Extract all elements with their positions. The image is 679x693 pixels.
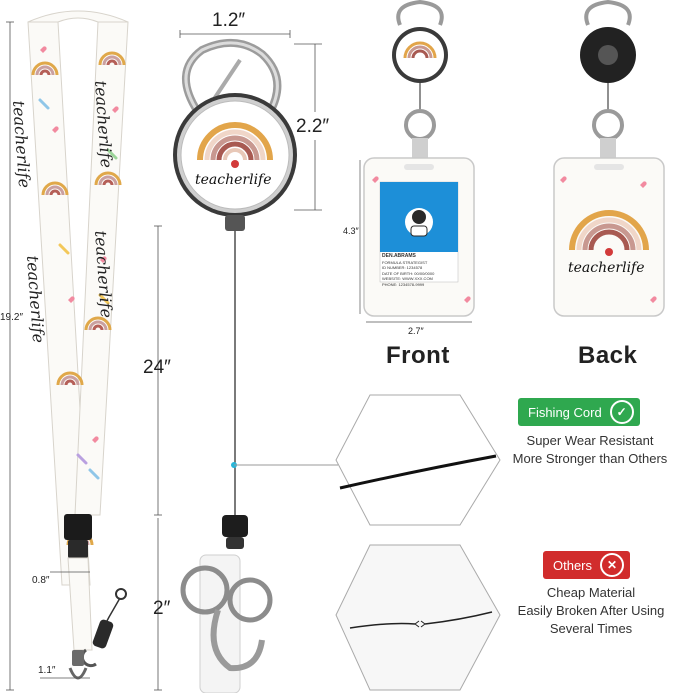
- fishing-cord-desc: Super Wear Resistant More Stronger than …: [504, 432, 676, 468]
- back-label: Back: [578, 342, 638, 369]
- cord-comparison-illustration: [231, 394, 501, 691]
- id-card-name: DEN.ABRAMS: [382, 253, 416, 259]
- ring-length-label: 2″: [153, 598, 171, 619]
- cross-icon: ✕: [600, 553, 625, 577]
- others-badge: Others ✕: [543, 551, 631, 579]
- others-desc-line-1: Cheap Material: [546, 585, 636, 600]
- check-icon: ✓: [609, 400, 634, 424]
- strap-width-label: 0.8″: [32, 575, 50, 586]
- others-desc-line-2: Easily Broken After Using: [517, 603, 665, 618]
- id-card-line-2: DATE OF BIRTH: 00/00/0000: [382, 270, 435, 276]
- cord-length-label: 24″: [143, 357, 171, 378]
- card-width-label: 2.7″: [408, 326, 424, 336]
- card-height-label: 4.3″: [343, 226, 359, 236]
- back-card-brand-text: teacherlife: [568, 260, 645, 276]
- fishing-cord-badge-label: Fishing Cord: [528, 404, 602, 420]
- reel-brand-text: teacherlife: [195, 172, 272, 188]
- front-label: Front: [386, 342, 450, 369]
- id-holders-illustration: [359, 0, 665, 323]
- others-desc: Cheap Material Easily Broken After Using…: [504, 584, 678, 638]
- strap-bottom-label: 1.1″: [38, 665, 56, 676]
- fishing-cord-badge: Fishing Cord ✓: [518, 398, 640, 426]
- fishing-cord-desc-line-2: More Stronger than Others: [512, 451, 668, 466]
- reel-height-label: 2.2″: [296, 116, 330, 137]
- fishing-cord-desc-line-1: Super Wear Resistant: [526, 433, 654, 448]
- others-desc-line-3: Several Times: [549, 621, 633, 636]
- reel-width-label: 1.2″: [212, 10, 246, 31]
- id-card-text: DEN.ABRAMS FORMULA STRATEGIST ID NUMBER:…: [382, 253, 458, 287]
- others-badge-label: Others: [553, 557, 593, 573]
- lanyard-illustration: [6, 10, 129, 691]
- id-card-line-1: ID NUMBER: 1234578: [382, 265, 423, 270]
- id-card-subtitle: FORMULA STRATEGIST: [382, 259, 428, 265]
- id-card-line-3: WEBSITE: WWW.XXX.COM: [382, 276, 433, 281]
- lanyard-length-label: 19.2″: [0, 312, 24, 323]
- badge-reel-illustration: [154, 30, 322, 693]
- id-card-line-4: PHONE: 1234578-9999: [382, 281, 425, 287]
